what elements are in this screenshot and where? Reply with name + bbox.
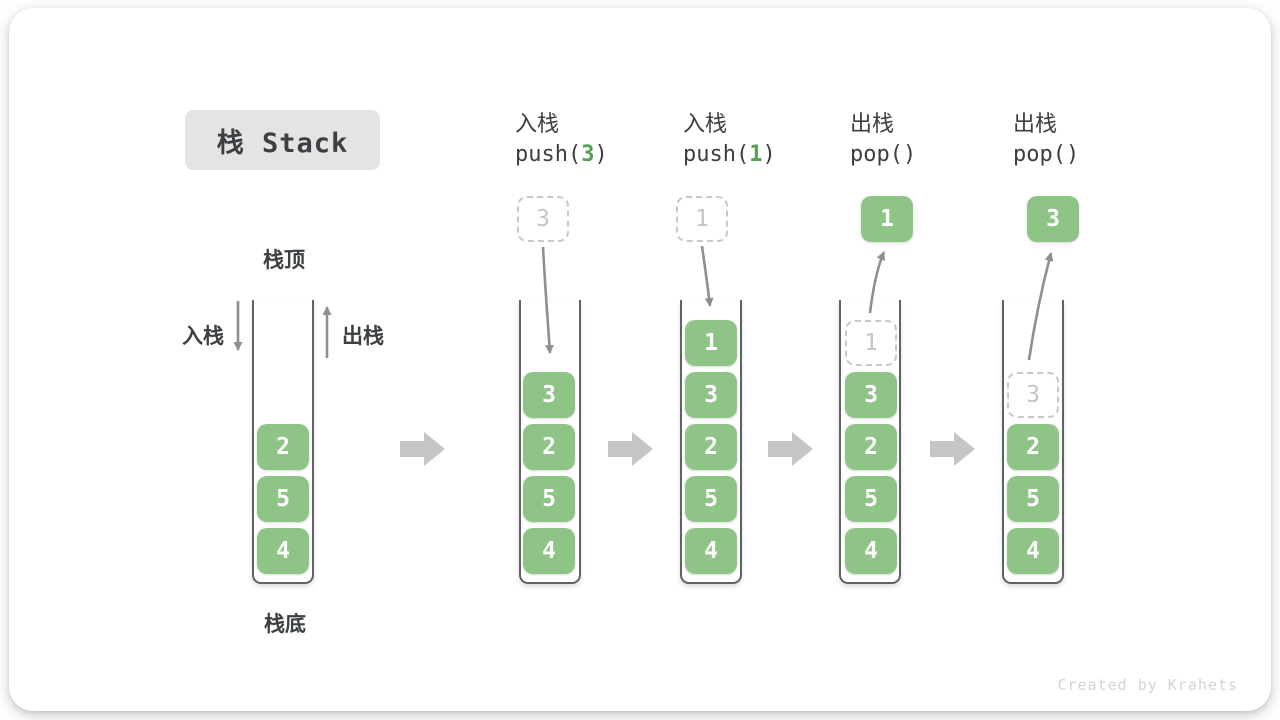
step-flow-arrow-4 bbox=[930, 432, 975, 466]
stack-cell: 4 bbox=[257, 528, 309, 574]
step-header-pop-3: 出栈 pop() bbox=[1013, 106, 1079, 172]
stack-cell: 4 bbox=[845, 528, 897, 574]
floating-cell-pop-3: 3 bbox=[1027, 196, 1079, 242]
stack-cell: 2 bbox=[845, 424, 897, 470]
stack-cell: 4 bbox=[523, 528, 575, 574]
title-badge: 栈 Stack bbox=[185, 110, 380, 170]
label-stack-top: 栈顶 bbox=[263, 248, 305, 272]
stack-cell: 2 bbox=[1007, 424, 1059, 470]
stack-cell: 1 bbox=[685, 320, 737, 366]
step-op-code: pop() bbox=[1013, 142, 1080, 167]
step-flow-arrow-2 bbox=[608, 432, 653, 466]
title-text: 栈 Stack bbox=[216, 127, 349, 159]
code-arg: 3 bbox=[581, 142, 595, 167]
step-op-label: 出栈 bbox=[850, 112, 895, 137]
stack-cell: 5 bbox=[845, 476, 897, 522]
step-op-label: 入栈 bbox=[683, 112, 728, 137]
stack-cell-ghost: 3 bbox=[1007, 372, 1059, 418]
stack-cell: 4 bbox=[1007, 528, 1059, 574]
stack-cell: 3 bbox=[685, 372, 737, 418]
stack-cell: 2 bbox=[523, 424, 575, 470]
step-op-code: push(3) bbox=[515, 142, 608, 167]
stack-cell: 2 bbox=[685, 424, 737, 470]
floating-cell-push-3: 3 bbox=[517, 196, 569, 242]
floating-cell-push-1: 1 bbox=[676, 196, 728, 242]
label-stack-bottom: 栈底 bbox=[264, 612, 306, 636]
label-pop-side: 出栈 bbox=[342, 324, 384, 348]
stack-cell: 2 bbox=[257, 424, 309, 470]
step-op-label: 入栈 bbox=[515, 112, 560, 137]
watermark: Created by Krahets bbox=[1057, 676, 1238, 694]
step-op-code: push(1) bbox=[683, 142, 776, 167]
stack-cell: 5 bbox=[257, 476, 309, 522]
stack-cell: 5 bbox=[1007, 476, 1059, 522]
stack-cell: 4 bbox=[685, 528, 737, 574]
code-arg: 1 bbox=[749, 142, 763, 167]
stack-cell: 5 bbox=[523, 476, 575, 522]
step-flow-arrow-1 bbox=[400, 432, 445, 466]
floating-cell-pop-1: 1 bbox=[861, 196, 913, 242]
step-op-label: 出栈 bbox=[1013, 112, 1058, 137]
stack-cell: 5 bbox=[685, 476, 737, 522]
stack-cell: 3 bbox=[845, 372, 897, 418]
stack-cell-ghost: 1 bbox=[845, 320, 897, 366]
stack-cell: 3 bbox=[523, 372, 575, 418]
step-header-pop-1: 出栈 pop() bbox=[850, 106, 916, 172]
step-header-push-1: 入栈 push(1) bbox=[683, 106, 776, 172]
label-push-side: 入栈 bbox=[182, 324, 224, 348]
step-op-code: pop() bbox=[850, 142, 917, 167]
step-header-push-3: 入栈 push(3) bbox=[515, 106, 608, 172]
step-flow-arrow-3 bbox=[768, 432, 813, 466]
